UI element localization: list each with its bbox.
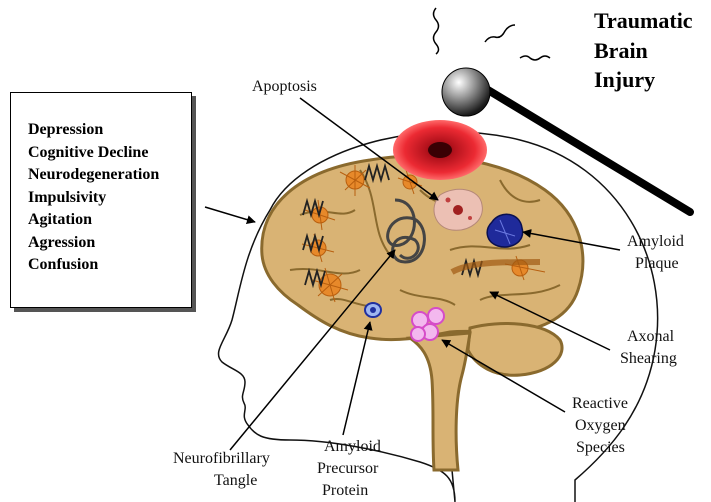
symptom-item: Depression [28, 121, 104, 138]
symptom-item: Impulsivity [28, 188, 107, 206]
head-outline [217, 131, 659, 502]
neurofibrillary-tangle [386, 198, 426, 264]
symptoms-box: Depression Cognitive Decline Neurodegene… [10, 92, 192, 308]
neuron [339, 165, 371, 196]
arrow-tangle [229, 249, 396, 451]
title-line-3: Injury [594, 67, 655, 92]
title-line-2: Brain [594, 38, 648, 63]
arrow-symptoms [204, 206, 256, 224]
neuron [311, 267, 349, 303]
label-axonal-shearing-1: Axonal [627, 328, 675, 345]
amyloid-precursor-protein [364, 302, 382, 318]
amyloid-plaque [486, 213, 524, 248]
cerebellum [466, 322, 564, 377]
label-reactive-oxygen-1: Reactive [572, 395, 628, 412]
label-amyloid-plaque-2: Plaque [635, 255, 679, 272]
reactive-oxygen-species [410, 307, 445, 342]
symptom-item: Cognitive Decline [28, 143, 149, 161]
impactor-rod [484, 86, 694, 216]
arrow-axonal-shearing [489, 291, 611, 351]
label-apoptosis: Apoptosis [252, 78, 317, 95]
title-line-1: Traumatic [594, 8, 693, 33]
symptom-item: Agitation [28, 211, 92, 228]
axon-springs [302, 162, 483, 289]
symptom-item: Neurodegeneration [28, 166, 160, 183]
arrow-apoptosis [299, 97, 439, 201]
arrow-reactive-oxygen [441, 339, 566, 413]
label-axonal-shearing-2: Shearing [620, 350, 677, 367]
label-app-2: Precursor [317, 460, 379, 477]
label-tangle-2: Tangle [214, 472, 257, 489]
brain-stem [405, 331, 472, 472]
symptoms-list: Depression Cognitive Decline Neurodegene… [28, 119, 159, 277]
arrow-amyloid-plaque [522, 229, 621, 251]
pointer-arrows [204, 97, 621, 451]
label-app-1: Amyloid [324, 438, 381, 455]
label-reactive-oxygen-2: Oxygen [575, 417, 626, 434]
label-reactive-oxygen-3: Species [576, 439, 625, 456]
apoptosis-cell [433, 188, 483, 231]
axonal-shearing-mark [450, 259, 541, 275]
symptom-item: Confusion [28, 256, 99, 273]
vibration-lines [432, 7, 551, 61]
impactor-ball [441, 67, 491, 117]
label-amyloid-plaque-1: Amyloid [627, 233, 684, 250]
impact-core [428, 142, 452, 158]
arrow-app [342, 321, 373, 436]
label-app-3: Protein [322, 482, 368, 499]
label-tangle-1: Neurofibrillary [173, 450, 270, 467]
symptom-item: Agression [28, 233, 96, 251]
